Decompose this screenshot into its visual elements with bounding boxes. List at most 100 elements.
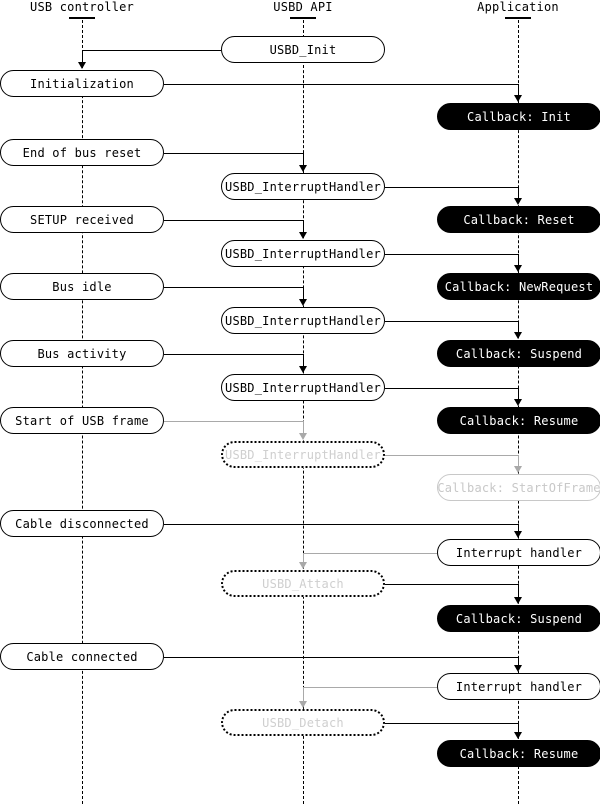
connector-vertical-usbd-attach-to-suspend — [518, 583, 519, 597]
connector-horizontal-initialization-to-callback-init — [164, 83, 518, 85]
connector-vertical-interrupt-handler-2-to-newrequest — [518, 253, 519, 265]
node-interrupt-handler-3[interactable]: USBD_InterruptHandler — [221, 307, 385, 334]
connector-vertical-cable-disconnected-to-irq-a — [518, 523, 519, 531]
node-interrupt-handler-1[interactable]: USBD_InterruptHandler — [221, 173, 385, 200]
node-label: USBD_InterruptHandler — [225, 447, 381, 462]
connector-horizontal-irq-b-to-usbd-detach — [303, 686, 437, 688]
node-usbd-attach[interactable]: USBD_Attach — [221, 570, 385, 597]
connector-arrowhead-usbd-attach-to-suspend — [514, 597, 522, 604]
connector-vertical-usbd-detach-to-resume — [518, 722, 519, 732]
connector-arrowhead-irq-b-to-usbd-detach — [299, 701, 307, 708]
connector-horizontal-usbd-init-to-initialization — [82, 49, 221, 51]
connector-vertical-interrupt-handler-3-to-suspend — [518, 320, 519, 332]
connector-vertical-bus-reset-to-interrupt-handler-1 — [303, 152, 304, 165]
node-label: Cable connected — [26, 649, 138, 664]
column-header-usbd-api: USBD API — [273, 0, 333, 14]
node-usbd-init[interactable]: USBD_Init — [221, 36, 385, 63]
connector-arrowhead-initialization-to-callback-init — [514, 95, 522, 102]
connector-arrowhead-bus-reset-to-interrupt-handler-1 — [299, 165, 307, 172]
connector-arrowhead-interrupt-handler-4-to-resume — [514, 399, 522, 406]
connector-horizontal-interrupt-handler-2-to-newrequest — [385, 253, 518, 255]
node-label: Callback: StartOfFrame — [437, 480, 600, 495]
connector-vertical-bus-activity-to-interrupt-handler-4 — [303, 353, 304, 366]
connector-arrowhead-sof-to-interrupt-handler-5 — [299, 433, 307, 440]
node-label: Bus activity — [37, 346, 127, 361]
column-underline-application — [505, 17, 531, 19]
connector-arrowhead-irq-a-to-usbd-attach — [299, 562, 307, 569]
connector-arrowhead-interrupt-handler-1-to-callback-reset — [514, 198, 522, 205]
node-callback-resume-2[interactable]: Callback: Resume — [437, 740, 600, 767]
column-header-usb-controller: USB controller — [30, 0, 134, 14]
node-callback-init[interactable]: Callback: Init — [437, 103, 600, 130]
node-callback-newrequest[interactable]: Callback: NewRequest — [437, 273, 600, 300]
node-end-of-bus-reset[interactable]: End of bus reset — [0, 139, 164, 166]
node-interrupt-handler-2[interactable]: USBD_InterruptHandler — [221, 240, 385, 267]
node-label: Callback: Suspend — [455, 346, 583, 361]
node-interrupt-handler-b[interactable]: Interrupt handler — [437, 673, 600, 700]
node-start-of-usb-frame[interactable]: Start of USB frame — [0, 407, 164, 434]
node-bus-idle[interactable]: Bus idle — [0, 273, 164, 300]
connector-vertical-bus-idle-to-interrupt-handler-3 — [303, 286, 304, 299]
node-label: USBD_InterruptHandler — [225, 380, 381, 395]
connector-horizontal-setup-to-interrupt-handler-2 — [164, 219, 303, 221]
connector-arrowhead-cable-connected-to-irq-b — [514, 665, 522, 672]
node-callback-suspend-1[interactable]: Callback: Suspend — [437, 340, 600, 367]
connector-arrowhead-interrupt-handler-3-to-suspend — [514, 332, 522, 339]
connector-horizontal-interrupt-handler-1-to-callback-reset — [385, 186, 518, 188]
node-callback-startofframe[interactable]: Callback: StartOfFrame — [437, 474, 600, 501]
connector-vertical-setup-to-interrupt-handler-2 — [303, 219, 304, 232]
column-underline-usbd-api — [290, 17, 316, 19]
connector-horizontal-cable-connected-to-irq-b — [164, 656, 518, 658]
connector-horizontal-sof-to-interrupt-handler-5 — [164, 420, 303, 422]
connector-vertical-interrupt-handler-4-to-resume — [518, 387, 519, 399]
node-label: Start of USB frame — [15, 413, 149, 428]
node-label: USBD_InterruptHandler — [225, 313, 381, 328]
node-label: Interrupt handler — [455, 679, 583, 694]
node-label: Callback: NewRequest — [444, 279, 594, 294]
node-label: Callback: Resume — [459, 413, 579, 428]
lifeline-usbd-api — [303, 20, 304, 804]
node-label: Bus idle — [52, 279, 112, 294]
node-interrupt-handler-4[interactable]: USBD_InterruptHandler — [221, 374, 385, 401]
node-label: Callback: Resume — [459, 746, 579, 761]
connector-vertical-cable-connected-to-irq-b — [518, 656, 519, 665]
connector-horizontal-interrupt-handler-5-to-startofframe — [385, 454, 518, 456]
node-cable-disconnected[interactable]: Cable disconnected — [0, 510, 164, 537]
connector-horizontal-bus-activity-to-interrupt-handler-4 — [164, 353, 303, 355]
node-setup-received[interactable]: SETUP received — [0, 206, 164, 233]
connector-horizontal-interrupt-handler-3-to-suspend — [385, 320, 518, 322]
node-callback-resume-1[interactable]: Callback: Resume — [437, 407, 600, 434]
connector-vertical-initialization-to-callback-init — [518, 83, 519, 95]
connector-vertical-usbd-init-to-initialization — [82, 49, 83, 62]
node-callback-reset[interactable]: Callback: Reset — [437, 206, 600, 233]
connector-vertical-irq-a-to-usbd-attach — [303, 552, 304, 562]
node-cable-connected[interactable]: Cable connected — [0, 643, 164, 670]
node-callback-suspend-2[interactable]: Callback: Suspend — [437, 605, 600, 632]
connector-horizontal-bus-idle-to-interrupt-handler-3 — [164, 286, 303, 288]
node-label: Callback: Reset — [463, 212, 575, 227]
connector-arrowhead-interrupt-handler-5-to-startofframe — [514, 466, 522, 473]
node-interrupt-handler-a[interactable]: Interrupt handler — [437, 539, 600, 566]
connector-arrowhead-bus-activity-to-interrupt-handler-4 — [299, 366, 307, 373]
node-interrupt-handler-5[interactable]: USBD_InterruptHandler — [221, 441, 385, 468]
node-label: USBD_InterruptHandler — [225, 246, 381, 261]
node-label: Initialization — [30, 76, 134, 91]
column-header-application: Application — [477, 0, 559, 14]
connector-vertical-irq-b-to-usbd-detach — [303, 686, 304, 701]
node-initialization[interactable]: Initialization — [0, 70, 164, 97]
connector-horizontal-irq-a-to-usbd-attach — [303, 552, 437, 554]
connector-arrowhead-interrupt-handler-2-to-newrequest — [514, 265, 522, 272]
node-label: USBD_Attach — [262, 576, 344, 591]
node-label: USBD_Detach — [262, 715, 344, 730]
connector-horizontal-bus-reset-to-interrupt-handler-1 — [164, 152, 303, 154]
connector-arrowhead-usbd-detach-to-resume — [514, 732, 522, 739]
node-bus-activity[interactable]: Bus activity — [0, 340, 164, 367]
connector-vertical-interrupt-handler-5-to-startofframe — [518, 454, 519, 466]
node-label: Callback: Suspend — [455, 611, 583, 626]
node-label: Callback: Init — [467, 109, 571, 124]
connector-horizontal-usbd-attach-to-suspend — [385, 583, 518, 585]
node-usbd-detach[interactable]: USBD_Detach — [221, 709, 385, 736]
node-label: SETUP received — [30, 212, 134, 227]
connector-arrowhead-bus-idle-to-interrupt-handler-3 — [299, 299, 307, 306]
